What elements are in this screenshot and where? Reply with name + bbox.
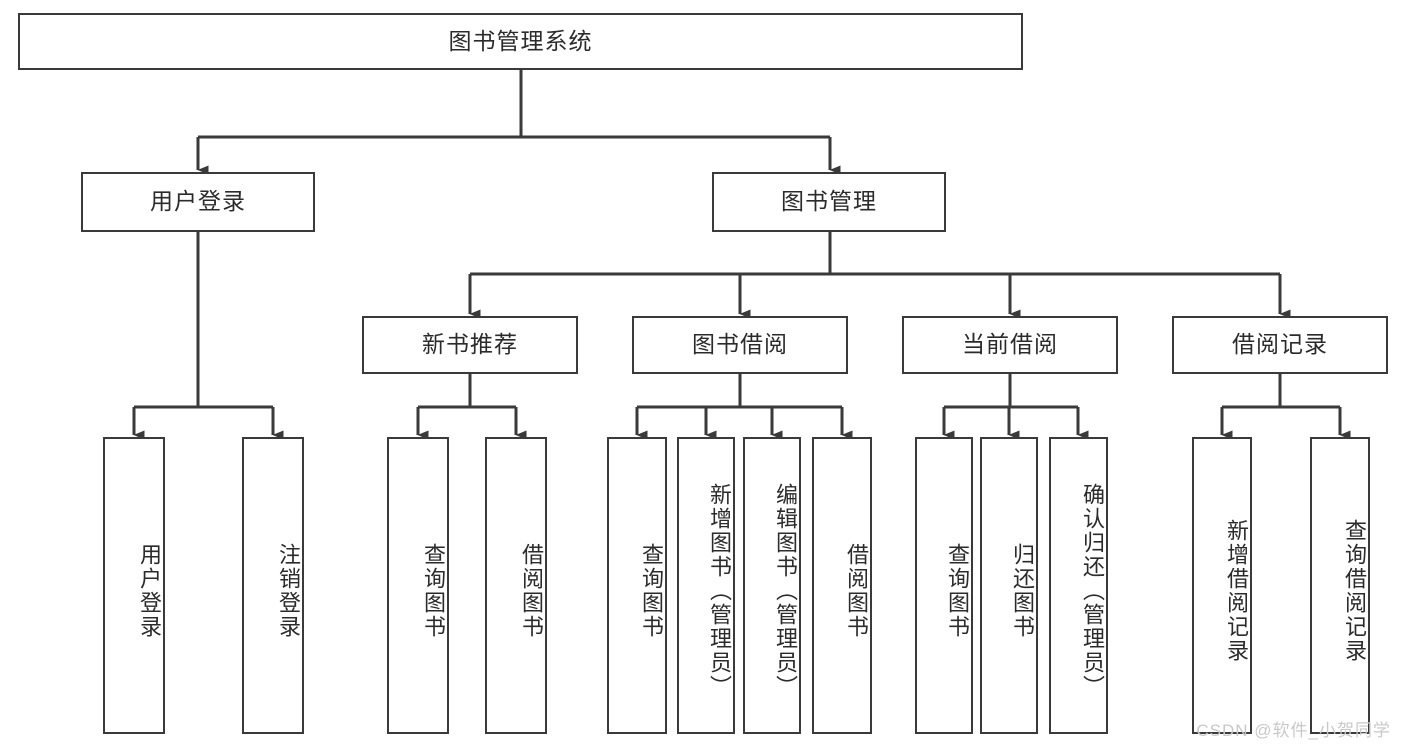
edge-group-borrow-record (1220, 374, 1351, 440)
node-label: 新增借阅记录 (1224, 518, 1249, 663)
node-user-login[interactable]: 用户登录 (81, 172, 315, 232)
node-label: 借阅记录 (1232, 331, 1328, 358)
node-label: 图书借阅 (692, 331, 788, 358)
node-label: 借阅图书 (844, 542, 869, 639)
node-label: 注销登录 (276, 542, 301, 639)
leaf-borrow-book-recommend[interactable]: 借阅图书 (485, 437, 547, 734)
node-label: 查询图书 (639, 542, 664, 639)
edge-group-book-borrow (635, 374, 853, 440)
node-current-borrow[interactable]: 当前借阅 (902, 316, 1118, 374)
node-label: 归还图书 (1010, 542, 1035, 639)
leaf-confirm-return-admin[interactable]: 确认归还（管理员） (1049, 437, 1108, 734)
node-label: 当前借阅 (962, 331, 1058, 358)
node-label: 新增图书（管理员） (707, 482, 732, 699)
node-new-book-recommend[interactable]: 新书推荐 (362, 316, 578, 374)
edge-group-current-borrow (942, 374, 1089, 440)
leaf-query-borrow-record[interactable]: 查询借阅记录 (1310, 437, 1370, 734)
leaf-add-book-admin[interactable]: 新增图书（管理员） (677, 437, 735, 734)
node-root-system[interactable]: 图书管理系统 (18, 13, 1023, 70)
leaf-edit-book-admin[interactable]: 编辑图书（管理员） (743, 437, 801, 734)
edge-group-user-login (132, 232, 284, 440)
node-book-management[interactable]: 图书管理 (712, 172, 946, 232)
node-label: 编辑图书（管理员） (773, 482, 798, 699)
node-label: 用户登录 (137, 542, 162, 639)
leaf-add-borrow-record[interactable]: 新增借阅记录 (1192, 437, 1252, 734)
node-label: 查询借阅记录 (1342, 518, 1367, 663)
edge-group-root (196, 70, 841, 175)
node-label: 确认归还（管理员） (1080, 482, 1105, 699)
node-label: 查询图书 (945, 542, 970, 639)
leaf-query-book-recommend[interactable]: 查询图书 (387, 437, 449, 734)
node-label: 查询图书 (421, 542, 446, 639)
leaf-query-book-borrow[interactable]: 查询图书 (607, 437, 667, 734)
leaf-logout[interactable]: 注销登录 (242, 437, 304, 734)
leaf-return-book[interactable]: 归还图书 (980, 437, 1038, 734)
leaf-borrow-book[interactable]: 借阅图书 (812, 437, 872, 734)
node-borrow-record[interactable]: 借阅记录 (1172, 316, 1388, 374)
leaf-user-login[interactable]: 用户登录 (103, 437, 165, 734)
edge-group-new-book (416, 374, 527, 440)
edge-group-book-manage (468, 232, 1291, 319)
node-label: 借阅图书 (519, 542, 544, 639)
node-label: 图书管理 (781, 188, 877, 215)
leaf-query-book-current[interactable]: 查询图书 (915, 437, 973, 734)
node-label: 新书推荐 (422, 331, 518, 358)
node-label: 图书管理系统 (448, 27, 593, 54)
watermark-text: CSDN @软件_小贺同学 (1196, 721, 1391, 740)
node-label: 用户登录 (150, 188, 246, 215)
node-book-borrow[interactable]: 图书借阅 (632, 316, 848, 374)
